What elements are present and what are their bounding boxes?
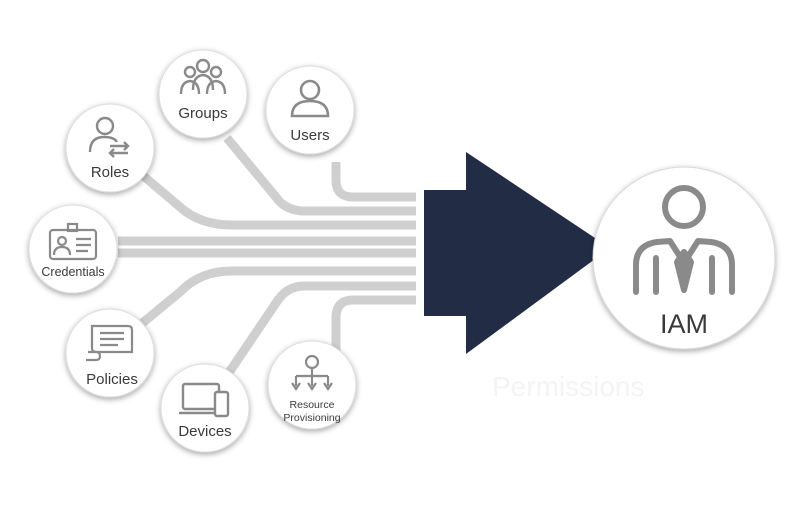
- group-icon: [179, 58, 227, 95]
- node-resource-provisioning: Resource Provisioning: [267, 340, 357, 430]
- devices-icon: [179, 382, 230, 418]
- node-users: Users: [265, 65, 355, 155]
- connector-users: [331, 162, 416, 202]
- node-credentials: Credentials: [28, 204, 118, 294]
- node-roles: Roles: [65, 103, 155, 193]
- node-policies-label: Policies: [86, 371, 138, 388]
- provisioning-tree-icon: [291, 354, 333, 391]
- node-devices-label: Devices: [178, 423, 231, 440]
- administrator-icon: [633, 185, 735, 295]
- iam-label: IAM: [660, 309, 708, 339]
- node-groups: Groups: [158, 49, 248, 139]
- connector-groups: [223, 135, 416, 216]
- node-users-label: Users: [290, 127, 329, 144]
- role-switch-icon: [88, 116, 130, 158]
- connector-policies: [137, 266, 416, 329]
- node-resource-label-line2: Provisioning: [283, 412, 340, 424]
- right-arrow-icon: [424, 152, 610, 354]
- policy-document-icon: [86, 324, 134, 362]
- connector-roles: [137, 169, 416, 230]
- node-groups-label: Groups: [178, 105, 227, 122]
- node-policies: Policies: [65, 308, 155, 398]
- watermark-text: Permissions: [492, 371, 644, 402]
- user-icon: [290, 79, 330, 118]
- node-devices: Devices: [160, 363, 250, 453]
- connector-lines: [118, 135, 416, 377]
- node-resource-label-line1: Resource: [290, 399, 335, 411]
- iam-node: IAM: [592, 166, 776, 350]
- id-card-icon: [48, 222, 98, 261]
- node-roles-label: Roles: [91, 164, 129, 181]
- connector-devices: [224, 281, 416, 377]
- node-credentials-label: Credentials: [41, 265, 104, 279]
- connector-resource: [331, 295, 416, 357]
